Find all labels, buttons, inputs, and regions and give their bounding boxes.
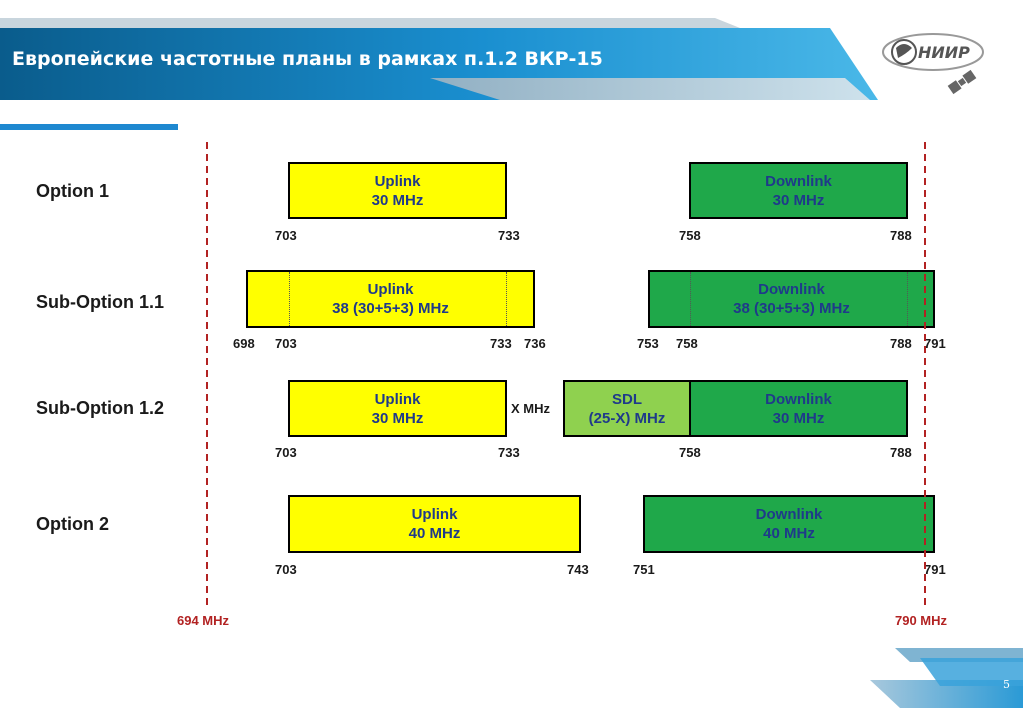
band-width: 40 MHz (408, 525, 461, 542)
freq-label: 703 (275, 336, 297, 351)
freq-label: 703 (275, 562, 297, 577)
band-name: Uplink (374, 172, 421, 190)
row-label-option-2: Option 2 (36, 514, 109, 534)
freq-label: 758 (676, 336, 698, 351)
reference-label-694: 694 MHz (177, 613, 230, 628)
svg-text:НИИР: НИИР (918, 43, 970, 62)
band-name: Downlink (765, 390, 832, 408)
row-label-sub-option-1-2: Sub-Option 1.2 (36, 398, 164, 418)
page-title: Европейские частотные планы в рамках п.1… (12, 48, 603, 70)
band-width: (25-X) MHz (588, 409, 666, 427)
uplink-band: Uplink 30 MHz (288, 162, 507, 219)
band-width: 30 MHz (772, 191, 825, 209)
uplink-band: Uplink 38 (30+5+3) MHz (246, 270, 535, 328)
band-name: Downlink (758, 281, 825, 298)
freq-label: 703 (275, 445, 297, 460)
freq-label: 736 (524, 336, 546, 351)
freq-label: 758 (679, 228, 701, 243)
sdl-band: SDL (25-X) MHz (563, 380, 691, 437)
freq-label: 788 (890, 445, 912, 460)
niir-logo: НИИР (882, 33, 984, 95)
band-boundary-703 (289, 272, 290, 326)
band-name: SDL (612, 390, 642, 408)
freq-label: 733 (490, 336, 512, 351)
band-name: Downlink (765, 172, 832, 190)
row-label-option-1: Option 1 (36, 181, 109, 201)
band-width: 38 (30+5+3) MHz (332, 300, 449, 317)
band-width: 30 MHz (371, 409, 424, 427)
footer-banner (870, 648, 1023, 708)
downlink-band: Downlink 30 MHz (689, 380, 908, 437)
uplink-band: Uplink 40 MHz (288, 495, 581, 553)
row-label-sub-option-1-1: Sub-Option 1.1 (36, 292, 164, 312)
freq-label: 698 (233, 336, 255, 351)
freq-label: 788 (890, 336, 912, 351)
band-width: 38 (30+5+3) MHz (733, 300, 850, 317)
freq-label: 758 (679, 445, 701, 460)
downlink-band: Downlink 38 (30+5+3) MHz (648, 270, 935, 328)
band-name: Uplink (374, 390, 421, 408)
freq-label: 743 (567, 562, 589, 577)
band-width: 40 MHz (763, 525, 815, 542)
page-number: 5 (1003, 678, 1010, 691)
band-boundary-758 (690, 272, 691, 326)
freq-label: 751 (633, 562, 655, 577)
freq-label: 753 (637, 336, 659, 351)
freq-label: 788 (890, 228, 912, 243)
band-boundary-733 (506, 272, 507, 326)
band-name: Downlink (755, 506, 823, 523)
band-boundary-788 (907, 272, 908, 326)
freq-label: 703 (275, 228, 297, 243)
accent-bar (0, 124, 178, 130)
header-banner (0, 18, 878, 100)
reference-label-790: 790 MHz (895, 613, 948, 628)
uplink-band: Uplink 30 MHz (288, 380, 507, 437)
downlink-band: Downlink 30 MHz (689, 162, 908, 219)
gap-label: X MHz (511, 401, 550, 416)
band-name: Uplink (411, 506, 458, 523)
band-name: Uplink (367, 281, 414, 298)
freq-label: 733 (498, 445, 520, 460)
band-width: 30 MHz (371, 191, 424, 209)
band-width: 30 MHz (772, 409, 825, 427)
freq-label: 733 (498, 228, 520, 243)
freq-label: 791 (924, 336, 946, 351)
downlink-band: Downlink 40 MHz (643, 495, 935, 553)
freq-label: 791 (924, 562, 946, 577)
